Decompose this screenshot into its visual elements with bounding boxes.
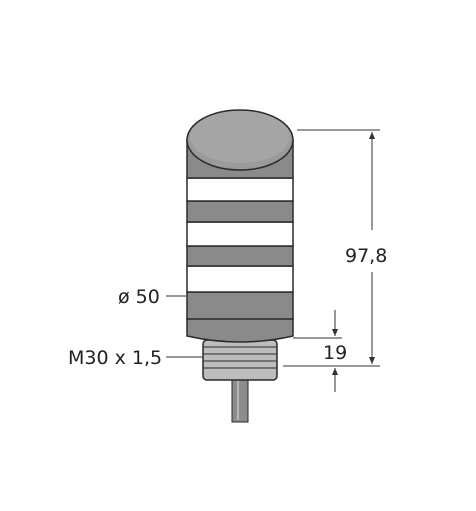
base-segment — [186, 317, 294, 343]
threaded-connector — [202, 339, 278, 381]
cable — [231, 377, 249, 423]
height-dimension: 97,8 — [283, 129, 387, 367]
light-ring-3 — [186, 265, 294, 293]
dark-ring-4 — [186, 291, 294, 320]
thread-callout: M30 x 1,5 — [68, 347, 203, 369]
thread-length-dimension: 19 — [293, 310, 347, 392]
dark-ring-2 — [186, 200, 294, 223]
height-label: 97,8 — [345, 245, 387, 267]
thread-label: M30 x 1,5 — [68, 347, 162, 369]
light-ring-1 — [186, 177, 294, 202]
diameter-callout: ø 50 — [118, 286, 186, 308]
thread-length-label: 19 — [323, 342, 347, 364]
diameter-label: ø 50 — [118, 286, 160, 308]
light-ring-2 — [186, 221, 294, 247]
dark-ring-3 — [186, 245, 294, 267]
signal-tower-body — [186, 109, 294, 343]
